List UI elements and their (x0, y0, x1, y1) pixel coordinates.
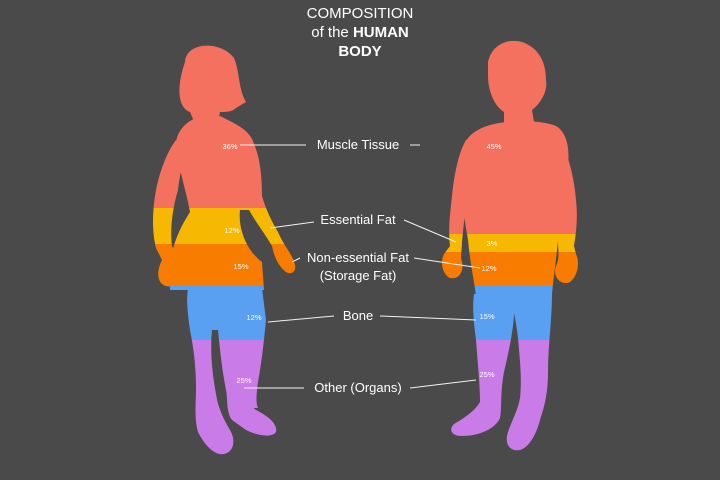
female-organs-band (153, 340, 296, 455)
male-figure (442, 40, 578, 451)
label-nonessential-fat: Non-essential Fat (307, 250, 409, 265)
title-line-1: COMPOSITION (306, 5, 414, 22)
male-essential-fat-pct: 3% (487, 239, 498, 248)
male-muscle-pct: 45% (486, 142, 501, 151)
label-storage-fat: (Storage Fat) (320, 268, 397, 283)
female-muscle-pct: 36% (222, 142, 237, 151)
label-bone: Bone (343, 308, 373, 323)
male-nonessential-fat-band (442, 252, 578, 286)
title-line-2-prefix: of the (311, 24, 349, 41)
female-nonessential-fat-pct: 15% (233, 262, 248, 271)
label-essential-fat: Essential Fat (320, 212, 396, 227)
female-bone-pct: 12% (246, 313, 261, 322)
diagram-title: COMPOSITION of the HUMAN BODY (0, 4, 720, 61)
male-essential-fat-band (442, 234, 578, 252)
female-nonessential-fat-band (153, 244, 296, 286)
male-muscle-band (442, 40, 578, 234)
label-other-organs: Other (Organs) (314, 380, 401, 395)
male-nonessential-fat-pct: 12% (481, 264, 496, 273)
female-bone-band (153, 286, 296, 340)
label-muscle-tissue: Muscle Tissue (317, 137, 399, 152)
female-muscle-band (153, 45, 296, 208)
female-essential-fat-pct: 12% (224, 226, 239, 235)
female-organs-pct: 25% (236, 376, 251, 385)
leader-lines (240, 144, 481, 389)
female-figure (153, 45, 296, 455)
title-line-3: BODY (338, 43, 382, 60)
male-organs-pct: 25% (479, 370, 494, 379)
male-bone-pct: 15% (479, 312, 494, 321)
male-bone-band (442, 286, 578, 340)
male-organs-band (442, 340, 578, 451)
title-line-2-bold: HUMAN (352, 24, 409, 41)
